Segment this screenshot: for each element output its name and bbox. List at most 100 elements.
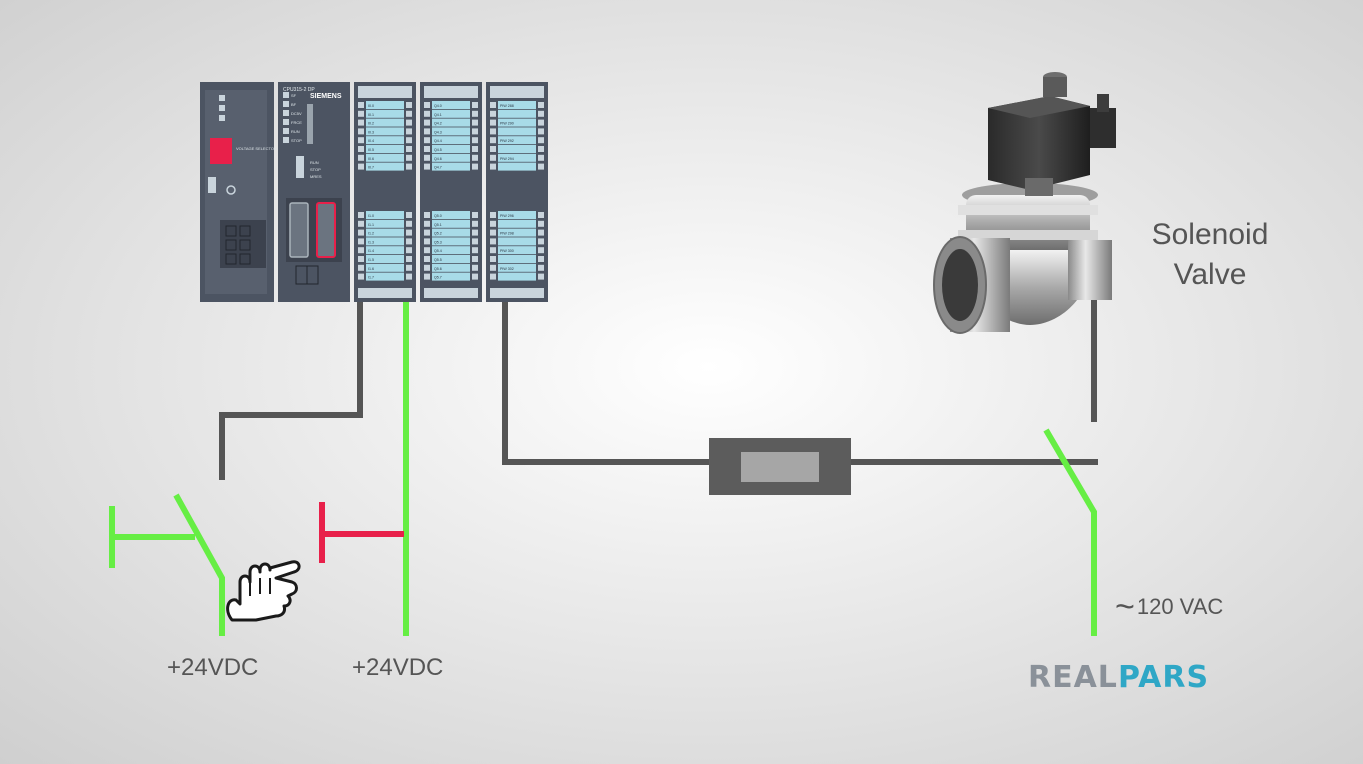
label-strip [366,127,404,136]
terminal-led [406,163,412,170]
label-strip [432,101,470,109]
label-strip [366,237,404,246]
terminal-led [490,229,496,236]
terminal-label: I0.3 [368,130,374,134]
cpu-led-label: BF [291,102,297,107]
terminal-label: I1.3 [368,240,374,244]
terminal-led [358,163,364,170]
terminal-label: I1.6 [368,267,374,271]
logo-part-2: PARS [1117,660,1210,695]
digital-input-module: I0.0I0.1I0.2I0.3I0.4I0.5I0.6I0.7I1.0I1.1… [354,82,416,302]
label-strip [432,255,470,263]
terminal-led [538,212,544,218]
terminal-led [490,256,496,262]
label-strip [432,118,470,127]
terminal-led [424,102,430,108]
module-bottom-strip [490,288,544,298]
terminal-led [358,256,364,262]
label-strip [432,136,470,145]
terminal-led [490,220,496,227]
terminal-label: I0.6 [368,157,374,161]
terminal-led [538,247,544,254]
label-strip [498,153,536,162]
terminal-label: Q4.5 [434,148,442,152]
cpu-label: CPU315-2 DP [283,87,315,93]
label-strip [432,109,470,118]
terminal-label: Q4.7 [434,166,442,170]
label-strip [432,263,470,272]
label-strip [432,145,470,153]
terminal-led [490,212,496,218]
ac-supply-label: ~120 VAC [1115,588,1223,627]
label-strip [498,127,536,136]
label-strip [366,145,404,153]
label-strip [366,101,404,109]
supply-label-right: +24VDC [352,654,444,681]
terminal-led [538,264,544,271]
terminal-led [472,128,478,135]
mpi-port [316,202,336,258]
label-strip [432,246,470,255]
terminal-label: PIW 294 [500,157,514,161]
label-strip [366,153,404,162]
terminal-led [538,102,544,108]
terminal-led [472,137,478,144]
terminal-led [406,220,412,227]
label-strip [366,228,404,237]
terminal-label: I1.4 [368,249,374,253]
terminal-led [472,110,478,117]
terminal-label: I0.4 [368,139,374,143]
terminal-led [358,264,364,271]
terminal-label: Q5.6 [434,267,442,271]
terminal-led [538,220,544,227]
wires [109,295,1098,636]
label-strip [366,246,404,255]
terminal-label: I0.5 [368,148,374,152]
label-strip [498,228,536,237]
label-strip [432,219,470,228]
terminal-led [406,212,412,218]
terminal-label: PIW 288 [500,104,514,108]
cpu-led-label: FRCE [291,120,302,125]
label-strip [498,101,536,109]
terminal-label: Q5.5 [434,258,442,262]
terminal-led [424,256,430,262]
label-strip [432,153,470,162]
terminal-led [472,154,478,161]
power-supply-module: VOLTAGE SELECTOR [200,82,277,302]
terminal-label: Q4.0 [434,104,442,108]
label-strip [366,255,404,263]
module-top-strip [358,86,412,98]
terminal-led [358,110,364,117]
input-wire-1 [219,302,363,480]
terminal-led [358,247,364,254]
terminal-led [406,102,412,108]
terminal-label: PIW 296 [500,214,514,218]
digital-output-module: Q4.0Q4.1Q4.2Q4.3Q4.4Q4.5Q4.6Q4.7Q5.0Q5.1… [420,82,482,302]
terminal-label: Q5.2 [434,232,442,236]
terminal-led [538,238,544,245]
terminal-led [490,137,496,144]
terminal-led [490,273,496,280]
terminal-led [472,256,478,262]
terminal-label: PIW 302 [500,267,514,271]
label-strip [498,162,536,171]
terminal-led [472,273,478,280]
terminal-led [358,154,364,161]
terminal-label: Q4.3 [434,130,442,134]
terminal-led [424,119,430,126]
terminal-led [406,247,412,254]
voltage-selector-label: VOLTAGE SELECTOR [236,146,277,151]
label-strip [366,211,404,219]
cpu-led-label: RUN [291,129,300,134]
terminal-led [358,229,364,236]
hand-pointer-icon [226,560,301,622]
terminal-label: Q4.4 [434,139,442,143]
label-strip [498,255,536,263]
terminal-label: I0.7 [368,166,374,170]
label-strip [498,109,536,118]
terminal-led [424,146,430,152]
label-strip [366,272,404,281]
interposing-relay [709,438,851,495]
